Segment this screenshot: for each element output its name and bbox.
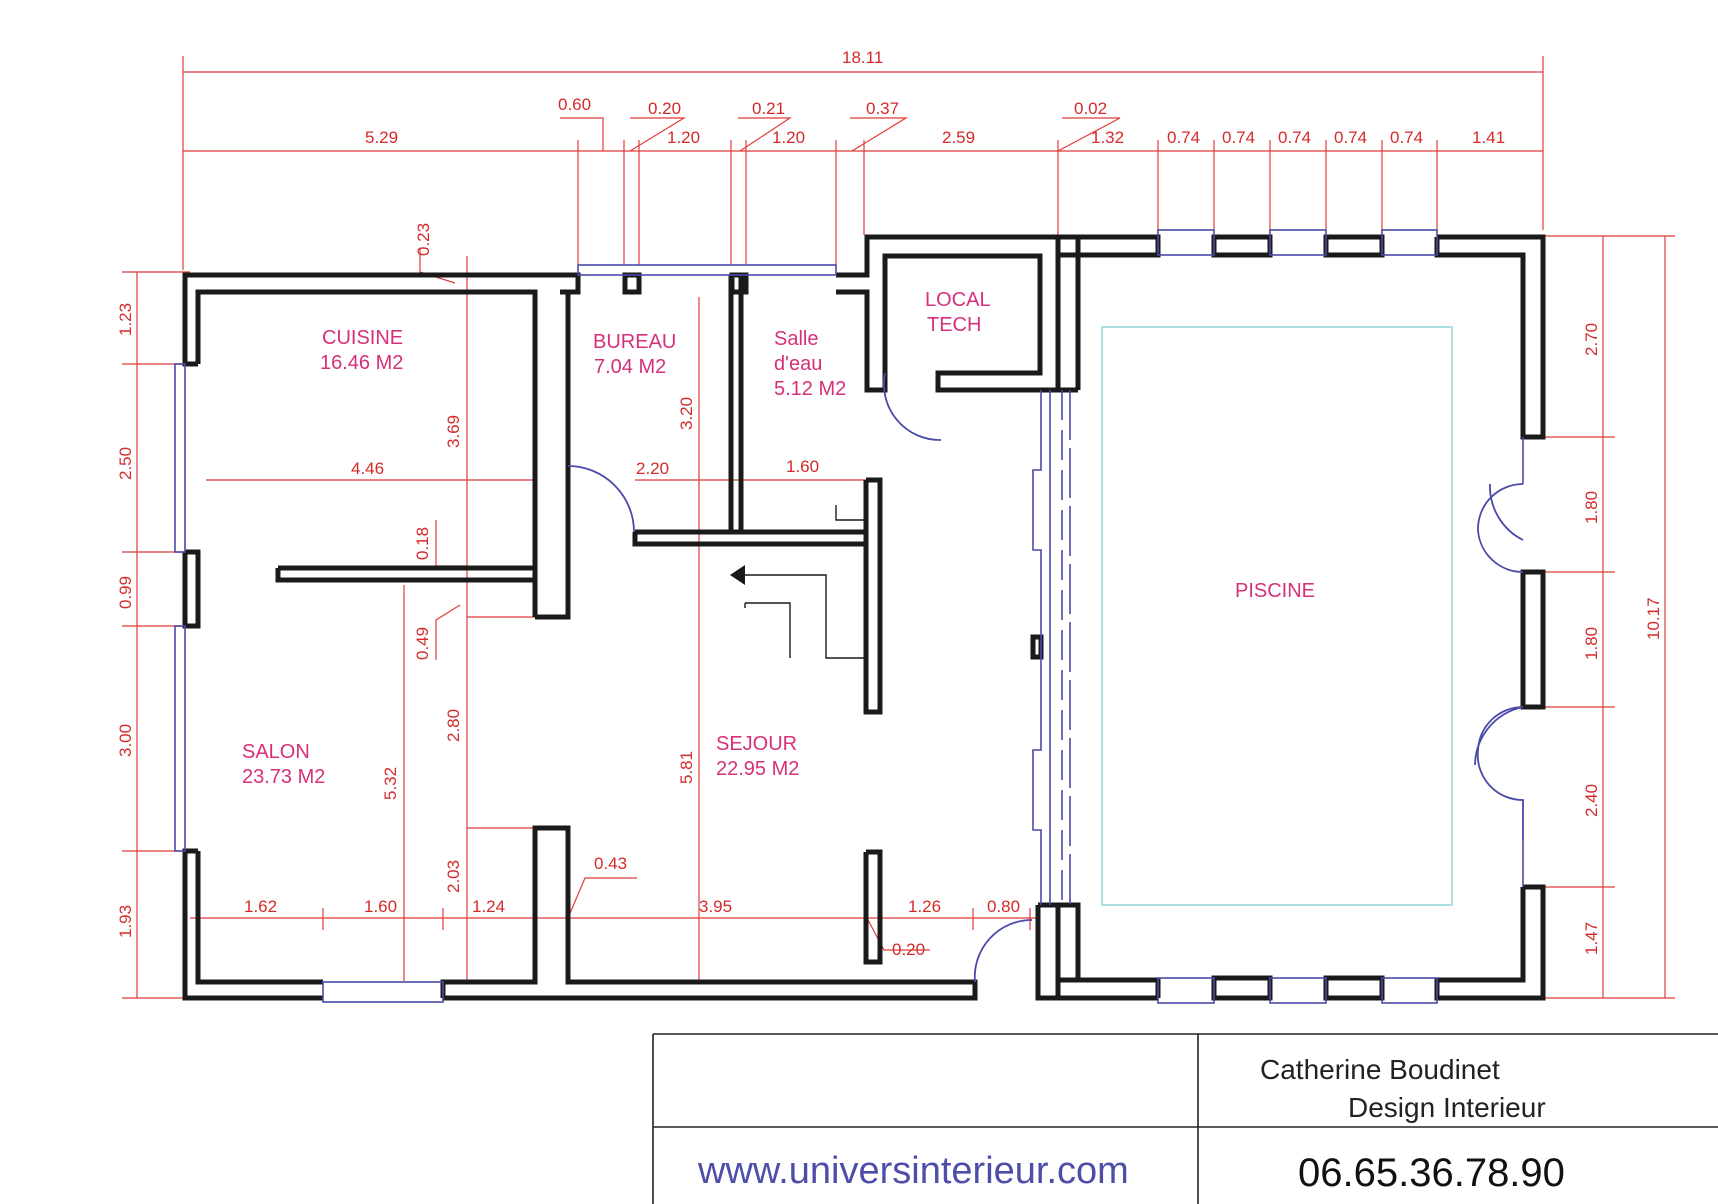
dim-top-10: 0.74 [1390,128,1423,147]
dim-0.23: 0.23 [414,223,433,256]
dim-top-2: 1.20 [667,128,700,147]
room-salon-area: 23.73 M2 [242,766,325,788]
dim-5.81: 5.81 [677,751,696,784]
door-bureau-icon [567,465,635,533]
room-cuisine-name: CUISINE [322,327,403,349]
room-salle-eau-area: 5.12 M2 [774,378,846,400]
dim-right-2: 1.80 [1582,491,1601,524]
dim-0.43: 0.43 [594,854,627,873]
door-entry-icon [973,919,1033,983]
designer-title: Design Interieur [1348,1092,1546,1123]
dim-left-1: 1.23 [116,303,135,336]
dim-top-6: 0.74 [1167,128,1200,147]
room-salon-name: SALON [242,741,310,763]
windows [174,229,1524,1004]
room-salle-eau-name-1: Salle [774,328,818,350]
dim-left-4: 3.00 [116,724,135,757]
room-salle-eau-name-2: d'eau [774,353,822,375]
dim-top-1: 5.29 [365,128,398,147]
room-sejour-name: SEJOUR [716,733,797,755]
dimension-lines [122,56,1675,999]
dim-total-height: 10.17 [1644,597,1663,640]
dim-1.24: 1.24 [472,897,505,916]
pool-outline [1101,326,1453,906]
dim-right-1: 2.70 [1582,323,1601,356]
room-bureau-name: BUREAU [593,331,676,353]
dim-right-5: 1.47 [1582,922,1601,955]
dim-callout-1: 0.60 [558,95,591,114]
dimension-labels: 18.11 5.29 1.20 1.20 2.59 1.32 0.74 0.74… [116,48,1663,959]
stair-arrow-icon [730,565,745,585]
dim-2.20: 2.20 [636,459,669,478]
dim-left-5: 1.93 [116,905,135,938]
dim-top-4: 2.59 [942,128,975,147]
dim-2.03: 2.03 [444,860,463,893]
dim-left-3: 0.99 [116,576,135,609]
dim-1.60a: 1.60 [786,457,819,476]
dim-top-7: 0.74 [1222,128,1255,147]
room-cuisine-area: 16.46 M2 [320,352,403,374]
room-bureau-area: 7.04 M2 [594,356,666,378]
dim-callout-2: 0.20 [648,99,681,118]
dim-1.60b: 1.60 [364,897,397,916]
dim-1.26: 1.26 [908,897,941,916]
dim-right-3: 1.80 [1582,627,1601,660]
door-pool-1-icon [1477,483,1524,573]
door-pool-2-icon [1476,706,1524,840]
staircase [730,505,866,659]
dim-4.46: 4.46 [351,459,384,478]
dim-callout-4: 0.37 [866,99,899,118]
designer-name: Catherine Boudinet [1260,1054,1500,1085]
dim-top-11: 1.41 [1472,128,1505,147]
dim-callout-3: 0.21 [752,99,785,118]
dim-3.69: 3.69 [444,415,463,448]
room-labels: CUISINE 16.46 M2 BUREAU 7.04 M2 Salle d'… [242,289,1315,788]
dim-0.18: 0.18 [413,527,432,560]
dim-3.95: 3.95 [699,897,732,916]
dim-left-2: 2.50 [116,447,135,480]
room-piscine-name: PISCINE [1235,580,1315,602]
dim-top-8: 0.74 [1278,128,1311,147]
phone-number: 06.65.36.78.90 [1298,1151,1565,1195]
dim-0.80: 0.80 [987,897,1020,916]
dim-top-9: 0.74 [1334,128,1367,147]
room-sejour-area: 22.95 M2 [716,758,799,780]
title-block: Catherine Boudinet Design Interieur www.… [652,1033,1718,1204]
dim-3.20: 3.20 [677,397,696,430]
dim-0.20: 0.20 [892,940,925,959]
dim-callout-5: 0.02 [1074,99,1107,118]
doors [567,372,1524,983]
room-local-tech-name-1: LOCAL [925,289,991,311]
dim-5.32: 5.32 [381,767,400,800]
dim-top-5: 1.32 [1091,128,1124,147]
door-local-tech-icon [883,372,942,441]
dim-0.49: 0.49 [413,627,432,660]
dim-right-4: 2.40 [1582,784,1601,817]
dim-2.80: 2.80 [444,709,463,742]
dim-total-width: 18.11 [842,48,883,67]
dim-top-3: 1.20 [772,128,805,147]
website-link[interactable]: www.universinterieur.com [697,1150,1129,1192]
room-local-tech-name-2: TECH [927,314,981,336]
dim-1.62: 1.62 [244,897,277,916]
